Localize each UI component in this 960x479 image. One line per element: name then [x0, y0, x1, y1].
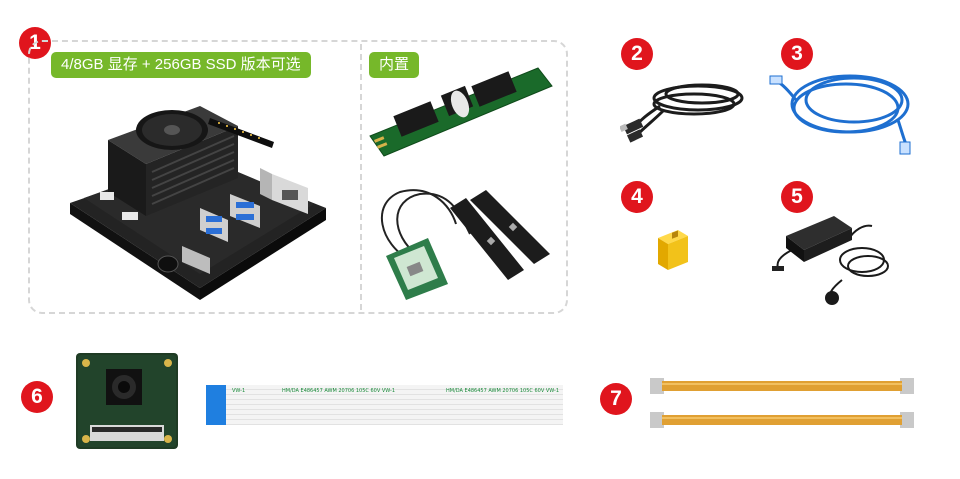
- power-adapter-icon: [772, 210, 902, 306]
- badge-4: 4: [621, 181, 653, 213]
- usb-cable-icon: [620, 76, 752, 146]
- badge-6: 6: [21, 381, 53, 413]
- flex-cable-icon: [650, 374, 914, 438]
- ssd-icon: [366, 62, 556, 172]
- box-divider: [360, 44, 362, 310]
- badge-7: 7: [600, 383, 632, 415]
- jetson-board-icon: [60, 88, 336, 302]
- builtin-tag: 内置: [369, 52, 420, 78]
- ethernet-cable-icon: [766, 66, 926, 158]
- ffc-print-right: HM/DA E486457 AWM 20706 105C 60V VW-1: [446, 388, 559, 394]
- ffc-print-left: VW-1: [232, 388, 246, 394]
- badge-5: 5: [781, 181, 813, 213]
- ffc-blue-tab: [206, 385, 226, 425]
- badge-2: 2: [621, 38, 653, 70]
- ffc-print-mid: HM/DA E486457 AWM 20706 105C 60V VW-1: [282, 388, 395, 394]
- spec-tag: 4/8GB 显存 + 256GB SSD 版本可选: [51, 52, 311, 78]
- jumper-cap-icon: [652, 226, 692, 276]
- wifi-module-icon: [370, 184, 560, 304]
- badge-3: 3: [781, 38, 813, 70]
- ffc-body: [226, 385, 563, 425]
- camera-module-icon: [76, 353, 178, 449]
- ffc-cable-icon: VW-1 HM/DA E486457 AWM 20706 105C 60V VW…: [206, 385, 563, 425]
- kit-main-box: [28, 40, 568, 314]
